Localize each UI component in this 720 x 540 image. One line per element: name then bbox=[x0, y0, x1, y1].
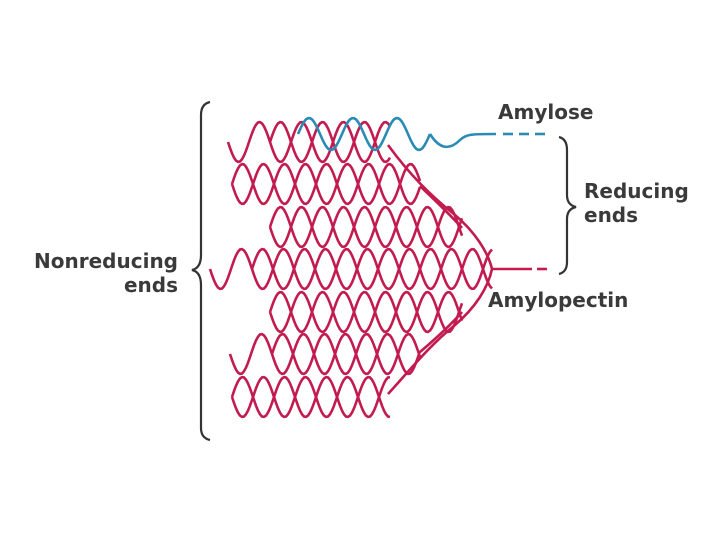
amylopectin-strand bbox=[268, 290, 464, 334]
amylose-helix bbox=[296, 116, 545, 152]
amylopectin-strand bbox=[230, 162, 422, 206]
reducing-ends-label-line2: ends bbox=[584, 203, 638, 227]
amylopectin-strand bbox=[230, 375, 391, 419]
amylopectin-strand bbox=[270, 332, 422, 376]
nonreducing-ends-label-line2: ends bbox=[124, 273, 178, 297]
amylose-tail bbox=[428, 132, 497, 149]
amylose-strand bbox=[296, 116, 432, 152]
amylopectin-label: Amylopectin bbox=[488, 288, 628, 312]
reducing-ends-label-line1: Reducing bbox=[584, 179, 689, 203]
amylopectin-strand bbox=[268, 290, 464, 334]
amylose-label: Amylose bbox=[498, 100, 593, 124]
amylopectin-strand bbox=[230, 375, 391, 419]
amylopectin-branch-lower bbox=[387, 268, 494, 395]
amylopectin-branch-upper bbox=[386, 144, 494, 270]
nonreducing-ends-bracket bbox=[191, 100, 211, 442]
amylopectin-helices bbox=[208, 120, 547, 419]
amylopectin-strand bbox=[268, 120, 392, 164]
reducing-ends-bracket bbox=[558, 135, 577, 276]
amylopectin-strand bbox=[250, 247, 493, 291]
amylopectin-branch-mid-lower bbox=[419, 311, 463, 353]
nonreducing-ends-label-line1: Nonreducing bbox=[34, 249, 178, 273]
amylopectin-strand bbox=[208, 247, 493, 291]
amylopectin-strand bbox=[226, 120, 392, 164]
amylopectin-strand bbox=[230, 162, 422, 206]
amylopectin-branch-mid-upper bbox=[419, 185, 463, 229]
amylopectin-strand bbox=[268, 205, 464, 249]
amylopectin-strand bbox=[268, 205, 464, 249]
amylopectin-strand bbox=[228, 332, 422, 376]
